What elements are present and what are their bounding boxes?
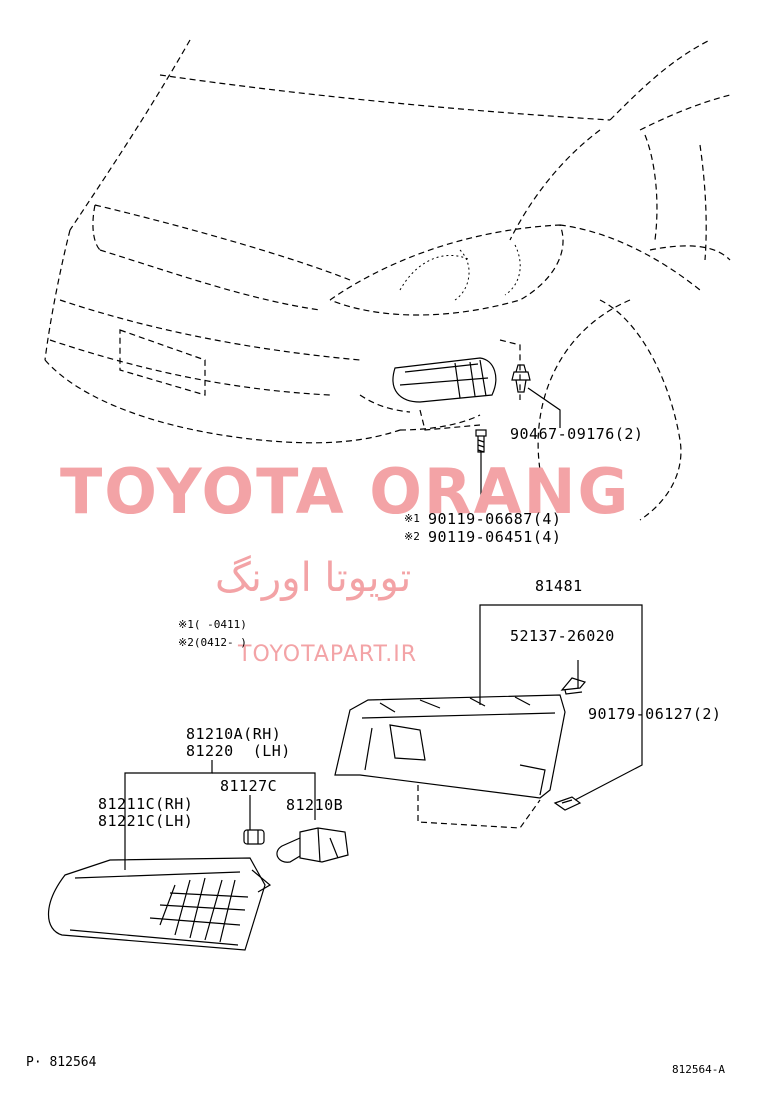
label-bracket: 81481 [535,577,583,595]
label-mark-1: ※1 [404,512,420,525]
label-bracket-clip: 52137-26020 [510,627,615,645]
page-ref: P· 812564 [26,1055,97,1070]
fog-lamp-lens [48,857,272,951]
label-lens-lh: 81221C(LH) [98,812,194,830]
label-lens-rh: 81211C(RH) [98,795,194,813]
figure-id: 812564-A [672,1063,725,1076]
label-screw-1: 90119-06687(4) [428,510,562,528]
label-mark-2: ※2 [404,530,420,543]
label-clip-top: 90467-09176(2) [510,425,644,443]
car-body-outline [44,39,731,521]
bulb-socket-icon [243,829,265,845]
screw-icon [475,429,487,453]
installed-fog-lamp [392,357,497,403]
label-nut: 90179-06127(2) [588,705,722,723]
label-lamp-assy-lh: 81220 (LH) [186,742,291,760]
note-2: ※2(0412- ) [178,636,247,649]
note-1: ※1( -0411) [178,618,247,631]
label-screw-2: 90119-06451(4) [428,528,562,546]
clip-icon [511,364,531,393]
watermark-persian: تویوتا اورنگ [215,555,412,601]
label-lamp-assy-rh: 81210A(RH) [186,725,282,743]
watermark-main: TOYOTA ORANG [60,455,631,528]
label-bulb: 81210B [286,796,344,814]
bracket-81481 [334,694,566,829]
label-bulb-socket: 81127C [220,777,278,795]
nut-icon [553,796,582,811]
bulb-icon [276,827,349,863]
watermark-url: TOYOTAPART.IR [238,642,418,667]
clip-52137-icon [560,677,587,695]
